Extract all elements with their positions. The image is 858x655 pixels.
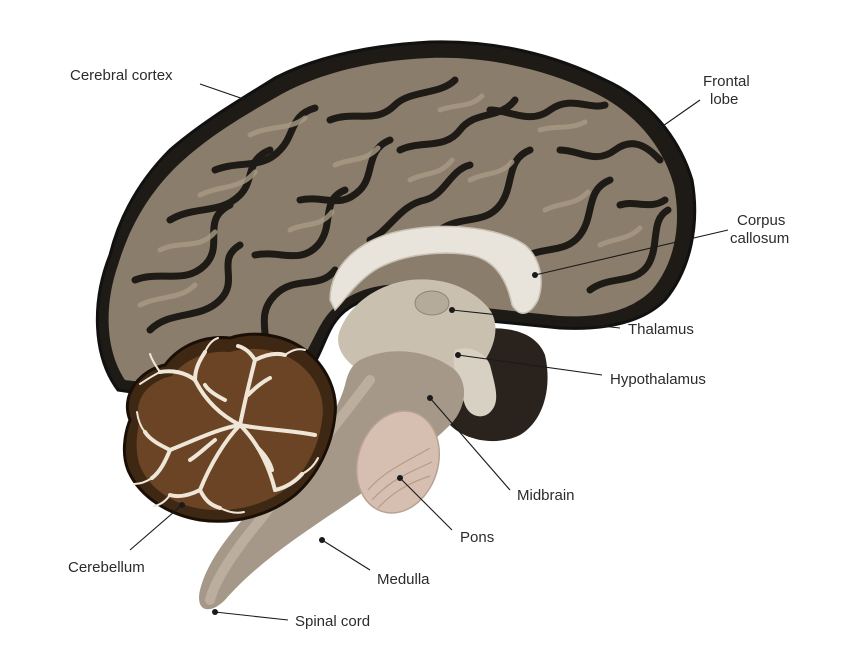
leader-spinal-cord	[214, 611, 289, 621]
corpus-callosum-shape	[329, 225, 542, 314]
leader-thalamus	[451, 309, 621, 329]
label-hypothalamus: Hypothalamus	[610, 371, 706, 388]
label-spinal-cord: Spinal cord	[295, 613, 370, 630]
leader-lines	[129, 83, 729, 621]
leader-cerebral-cortex	[199, 83, 256, 104]
cortex-highlights	[137, 93, 643, 308]
leader-frontal-lobe	[659, 99, 701, 129]
leader-hypothalamus	[457, 354, 603, 376]
leader-dot-frontal-lobe	[657, 125, 663, 131]
arbor-vitae-fine	[133, 337, 319, 514]
label-pons: Pons	[460, 529, 494, 546]
cerebellum-fill	[136, 348, 323, 511]
leader-dot-medulla	[319, 537, 325, 543]
leader-midbrain	[429, 397, 511, 491]
hypothalamus-shape	[453, 348, 497, 417]
leader-pons	[399, 477, 453, 531]
leader-dot-cerebellum	[179, 502, 185, 508]
leader-dot-spinal-cord	[212, 609, 218, 615]
pons-shape	[355, 410, 441, 514]
leader-dot-corpus-callosum	[532, 272, 538, 278]
leader-dot-pons	[397, 475, 403, 481]
label-cerebellum: Cerebellum	[68, 559, 145, 576]
leader-dot-midbrain	[427, 395, 433, 401]
label-medulla: Medulla	[377, 571, 430, 588]
labels: Cerebral cortex Frontal lobe Corpus call…	[68, 67, 789, 630]
leader-dot-thalamus	[449, 307, 455, 313]
label-frontal-lobe-line2: lobe	[710, 91, 738, 108]
leader-medulla	[321, 539, 371, 571]
label-corpus-callosum-line1: Corpus	[737, 212, 785, 229]
label-midbrain: Midbrain	[517, 487, 575, 504]
cerebellum	[122, 332, 337, 523]
arbor-vitae	[143, 344, 317, 510]
label-thalamus: Thalamus	[628, 321, 694, 338]
thalamus-shape	[414, 290, 450, 316]
label-corpus-callosum-line2: callosum	[730, 230, 789, 247]
label-frontal-lobe-line1: Frontal	[703, 73, 750, 90]
label-cerebral-cortex: Cerebral cortex	[70, 67, 173, 84]
leader-cerebellum	[129, 504, 183, 551]
pons-fibers	[367, 447, 433, 509]
leader-corpus-callosum	[534, 229, 729, 276]
leader-dot-hypothalamus	[455, 352, 461, 358]
leader-dot-cerebral-cortex	[252, 100, 258, 106]
